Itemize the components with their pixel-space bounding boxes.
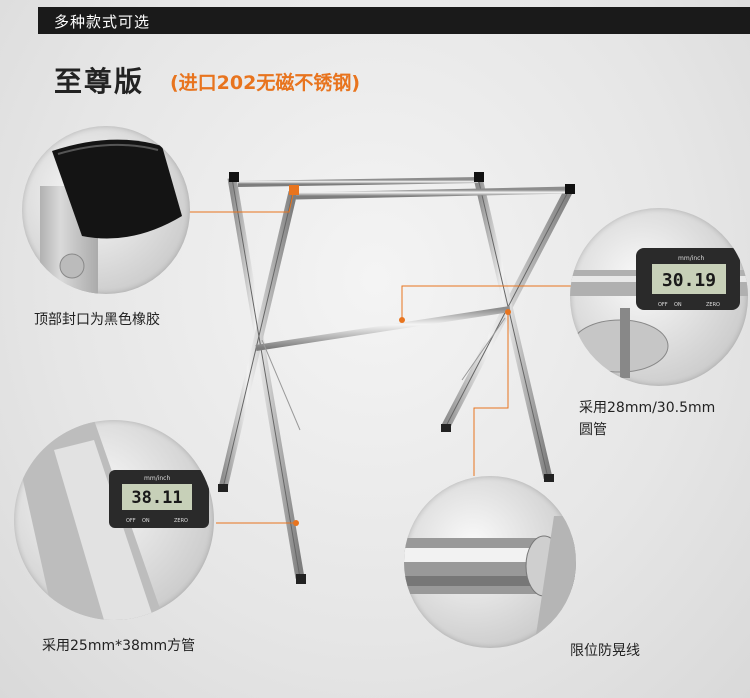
header-bar: 多种款式可选 [38, 7, 750, 34]
svg-text:OFF: OFF [126, 518, 136, 524]
rubber-cap-detail-photo [22, 126, 190, 294]
anti-sway-limit-photo [404, 476, 576, 648]
svg-text:ZERO: ZERO [706, 302, 720, 308]
product-title: 至尊版 [54, 65, 145, 98]
round-tube-caliper-photo: 30.19 mm/inch OFF ON ZERO [570, 208, 748, 386]
svg-text:OFF: OFF [658, 302, 668, 308]
feature-label-round-tube: 采用28mm/30.5mm圆管 [579, 400, 716, 438]
svg-text:ZERO: ZERO [174, 518, 188, 524]
svg-text:ON: ON [142, 518, 150, 524]
caliper-reading-square: 38.11 [131, 488, 182, 508]
feature-label-anti-sway: 限位防晃线 [570, 643, 640, 659]
feature-label-rubber-cap: 顶部封口为黑色橡胶 [34, 312, 160, 328]
header-label: 多种款式可选 [54, 13, 151, 31]
svg-text:ON: ON [674, 302, 682, 308]
svg-text:mm/inch: mm/inch [144, 475, 170, 482]
caliper-reading-round: 30.19 [662, 270, 716, 291]
feature-label-square-tube: 采用25mm*38mm方管 [42, 638, 196, 654]
product-subtitle: (进口202无磁不锈钢) [170, 72, 361, 94]
square-tube-caliper-photo: 38.11 mm/inch OFF ON ZERO [14, 420, 214, 620]
svg-text:mm/inch: mm/inch [678, 255, 704, 262]
